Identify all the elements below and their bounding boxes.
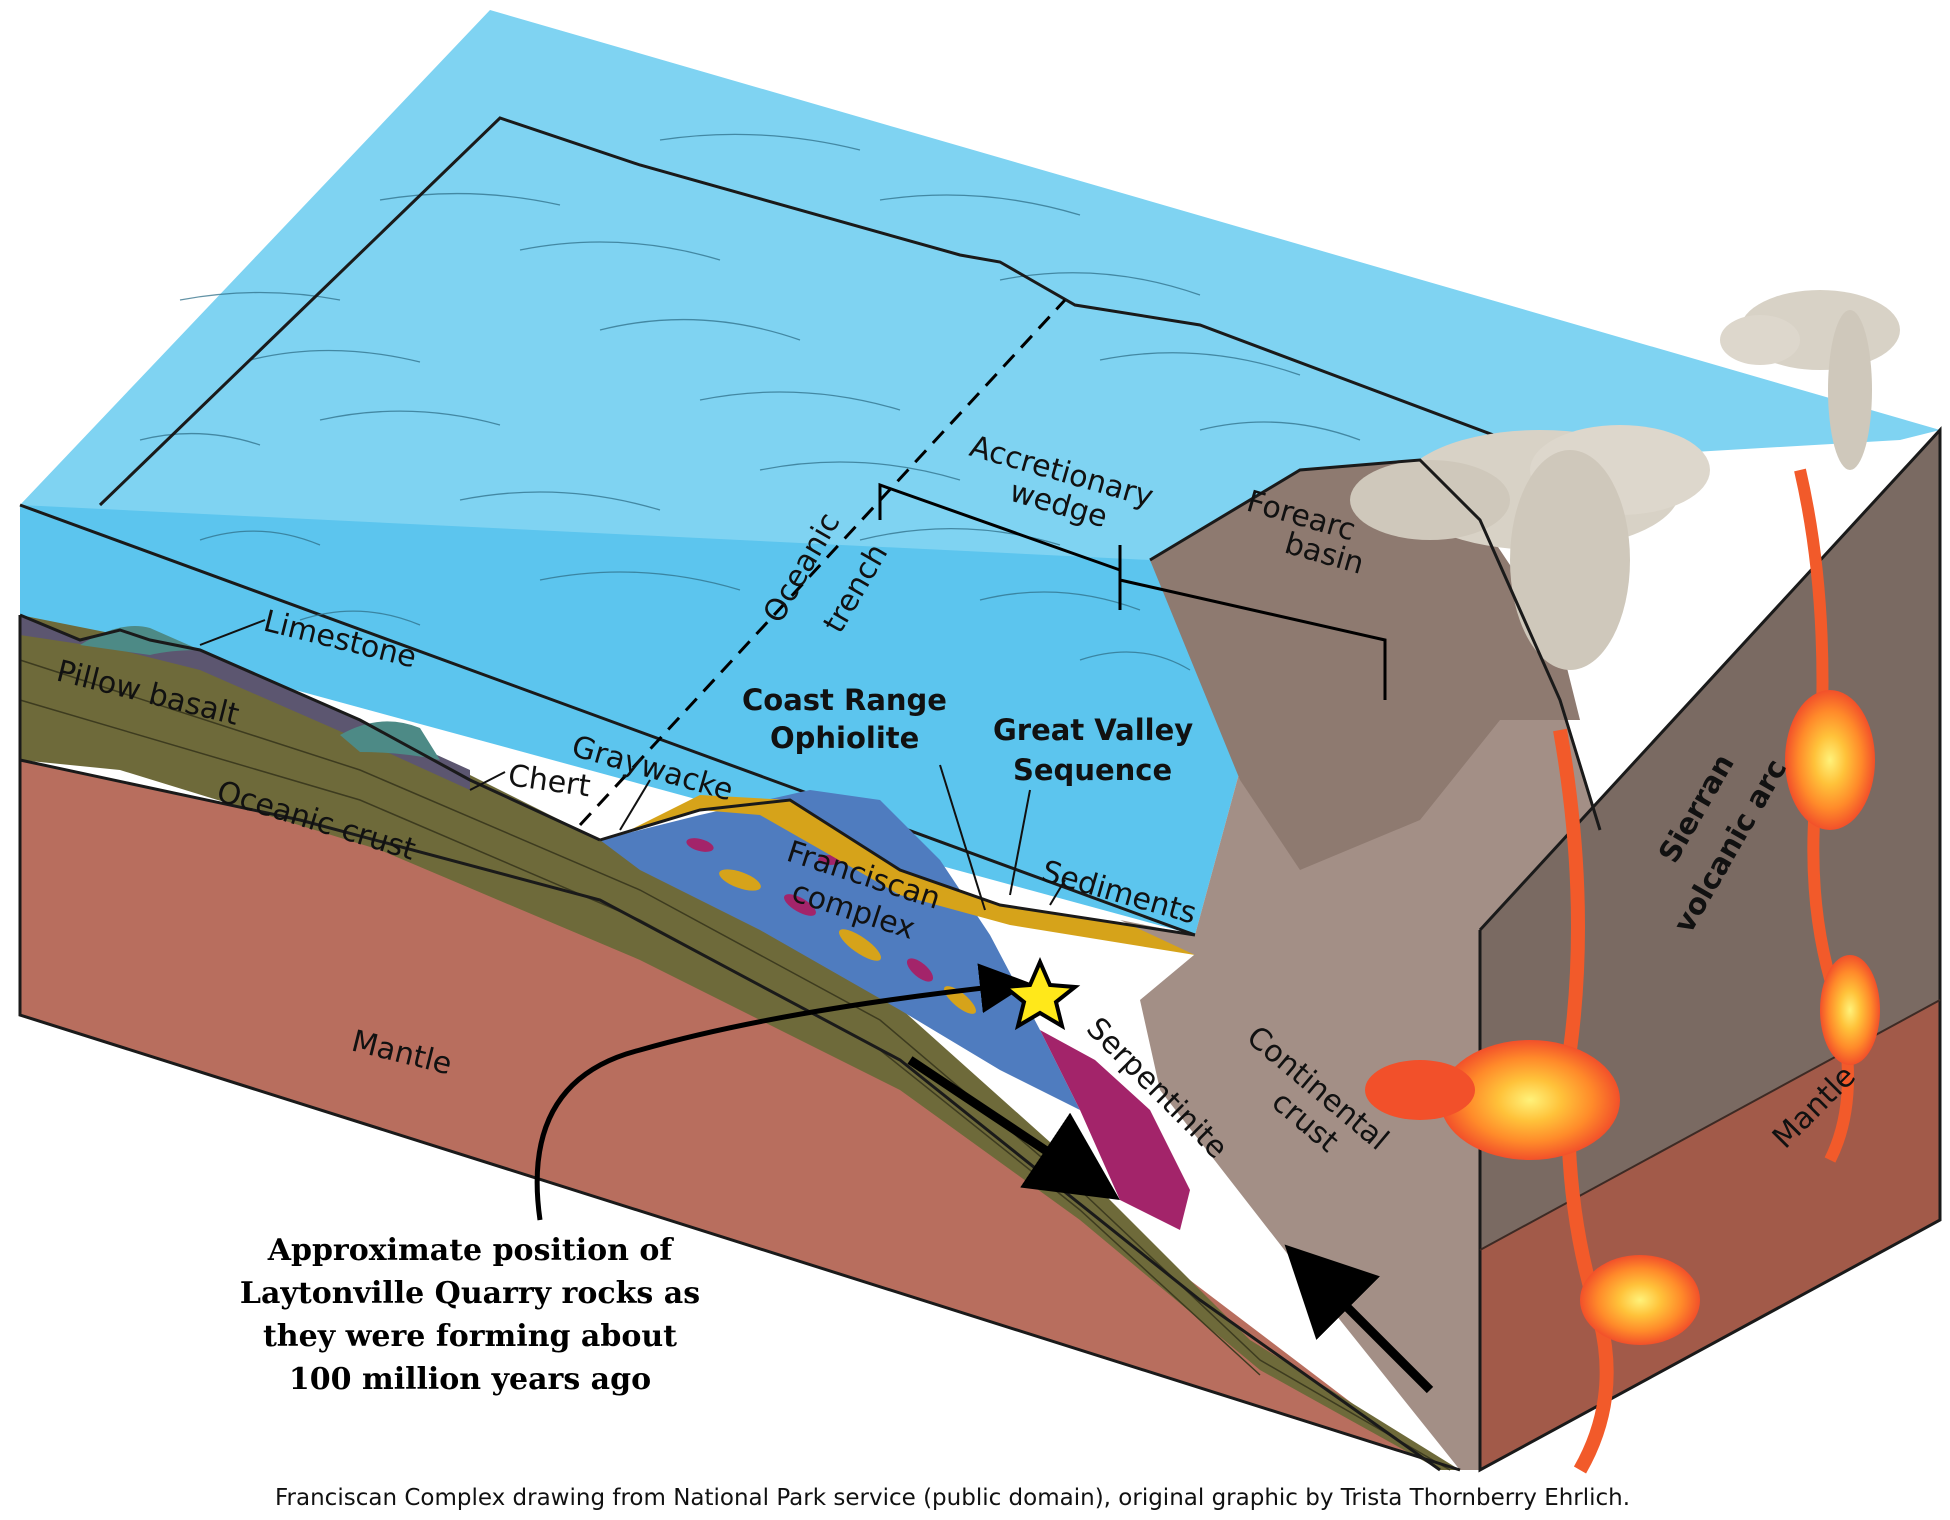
slab-top-edge <box>19 613 601 842</box>
caption-line-1: Approximate position of <box>267 1233 675 1268</box>
trench-dashed-line <box>578 298 1067 827</box>
ocean-surface-edge <box>19 503 1196 937</box>
seafloor-edge <box>599 798 1196 937</box>
chert-leader <box>469 771 506 791</box>
sediments-leader <box>1049 879 1066 906</box>
crust-layer-line-1 <box>19 659 1451 1471</box>
caption-line-4: 100 million years ago <box>289 1362 651 1397</box>
ocean-front-face <box>20 505 1240 935</box>
magma-conduits <box>1365 468 1880 1474</box>
ocean-waves <box>139 133 1381 671</box>
ocean-surface-outline <box>98 116 1561 507</box>
franciscan-complex <box>600 790 1080 1110</box>
mantle-flow-arrow-up <box>1284 1244 1434 1394</box>
caption-block: Approximate position of Laytonville Quar… <box>240 1233 700 1397</box>
limestone-leader <box>199 619 266 646</box>
accretionary-wedge-bracket <box>878 482 1122 610</box>
crust-bottom-edge <box>19 758 1441 1472</box>
coast-range-leader <box>939 764 986 911</box>
credit-line: Franciscan Complex drawing from National… <box>275 1485 1630 1511</box>
ash-plumes <box>1350 290 1900 670</box>
oceanic-crust-slab <box>20 615 1460 1470</box>
magma-chamber-1 <box>1440 1040 1620 1160</box>
front-block-outline <box>18 615 1461 1472</box>
label-great-valley-line1: Great Valley <box>993 713 1193 747</box>
great-valley-leader <box>1009 789 1031 896</box>
continental-mountain-front <box>1150 460 1580 870</box>
forearc-basin-bracket <box>1118 545 1387 700</box>
right-block-outline <box>1478 426 1942 1473</box>
laytonville-star-marker <box>999 956 1081 1031</box>
magma-pool-left <box>1365 1060 1475 1120</box>
label-coast-range-line1: Coast Range <box>742 683 947 717</box>
right-block-mantle <box>1480 1000 1940 1470</box>
mantle-left <box>20 760 1460 1470</box>
caption-line-2: Laytonville Quarry rocks as <box>240 1276 700 1311</box>
continental-edge <box>1149 458 1602 831</box>
label-coast-range-line2: Ophiolite <box>770 721 919 755</box>
label-great-valley-line2: Sequence <box>1013 753 1172 787</box>
magma-chamber-4 <box>1580 1255 1700 1345</box>
magma-chamber-2 <box>1785 690 1875 830</box>
caption-pointer-arrow <box>534 963 1030 1221</box>
magma-chamber-3 <box>1820 955 1880 1065</box>
caption-line-3: they were forming about <box>263 1319 677 1354</box>
graywacke-leader <box>619 779 651 831</box>
subduction-arrow-down <box>907 1056 1120 1200</box>
